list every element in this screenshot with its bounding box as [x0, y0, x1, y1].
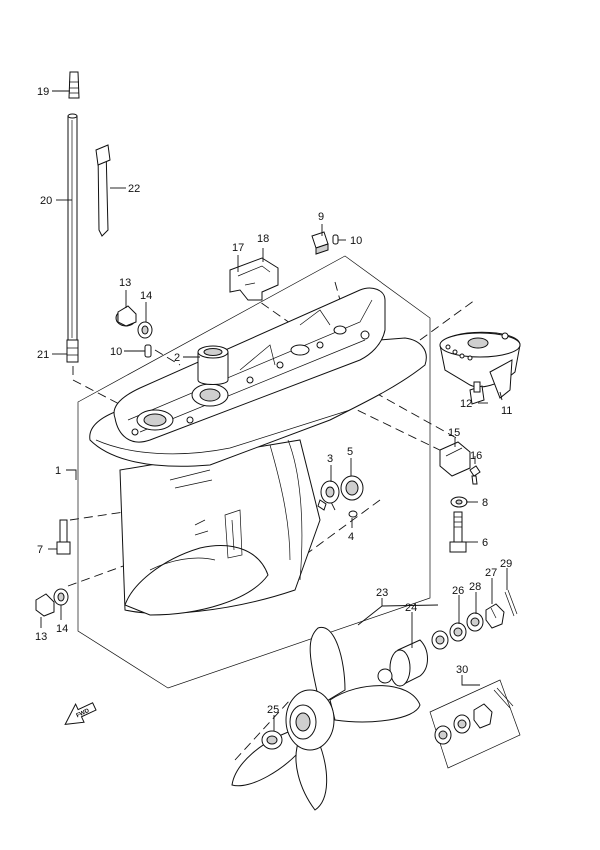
fwd-label: FWD	[76, 708, 92, 719]
callout-20: 20	[40, 195, 52, 207]
callout-26: 26	[452, 585, 464, 597]
callout-10-left: 10	[110, 346, 122, 358]
callout-29: 29	[500, 558, 512, 570]
part-14-washer-bottom	[53, 588, 69, 606]
part-10-dowel-left	[144, 344, 152, 358]
callout-5: 5	[347, 446, 353, 458]
part-16-screw	[469, 465, 481, 485]
callout-13-top: 13	[119, 277, 131, 289]
callout-24: 24	[405, 602, 417, 614]
callout-28: 28	[469, 581, 481, 593]
part-13-plug-bottom	[35, 593, 55, 617]
callout-9: 9	[318, 211, 324, 223]
callout-27: 27	[485, 567, 497, 579]
part-23-propeller	[231, 626, 421, 811]
part-28-washer	[466, 612, 484, 632]
callout-19: 19	[37, 86, 49, 98]
callout-1: 1	[55, 465, 61, 477]
part-7-bolt	[56, 519, 71, 555]
callout-11: 11	[501, 405, 512, 417]
callout-13-bottom: 13	[35, 631, 47, 643]
part-12-bolt	[469, 381, 485, 405]
part-20-rod	[67, 113, 78, 343]
callout-12: 12	[460, 398, 472, 410]
fwd-arrow-icon: FWD	[64, 702, 97, 725]
gear-case-housing	[89, 287, 427, 616]
callout-6: 6	[482, 537, 488, 549]
part-13-plug-top	[115, 305, 137, 327]
callout-23: 23	[376, 587, 388, 599]
part-4-oring	[348, 510, 358, 518]
part-26-washer	[431, 622, 467, 650]
callout-21: 21	[37, 349, 49, 361]
part-14-washer-top	[137, 321, 153, 339]
callout-3: 3	[327, 453, 333, 465]
part-6-bolt	[449, 511, 467, 553]
part-19-tip	[68, 71, 80, 99]
part-11-trim-tab	[439, 331, 521, 399]
part-30-kit	[429, 679, 521, 769]
callout-14-top: 14	[140, 290, 152, 302]
part-2-sleeve	[197, 345, 229, 385]
callout-numbers: 19 20 22 21 13 14 10 2 17 18 9 10 11 12 …	[35, 86, 512, 716]
part-29-cotter-pin	[504, 589, 518, 617]
callout-30: 30	[456, 664, 468, 676]
callout-2: 2	[174, 352, 180, 364]
part-9-block	[311, 231, 329, 255]
callout-leaders	[40, 90, 508, 731]
part-27-nut	[485, 603, 505, 629]
part-15-plate	[439, 441, 471, 477]
callout-4: 4	[348, 531, 354, 543]
part-17-18-clip	[229, 257, 279, 301]
callout-7: 7	[37, 544, 43, 556]
callout-17: 17	[232, 242, 244, 254]
callout-8: 8	[482, 497, 488, 509]
part-22-pin	[95, 144, 111, 237]
callout-15: 15	[448, 427, 460, 439]
callout-14-bottom: 14	[56, 623, 68, 635]
assembly-frame	[77, 255, 431, 689]
callout-16: 16	[470, 450, 482, 462]
part-3-seal	[317, 480, 340, 511]
part-10-dowel-top	[332, 234, 339, 245]
callout-22: 22	[128, 183, 140, 195]
part-8-washer	[450, 496, 468, 508]
callout-18: 18	[257, 233, 269, 245]
part-24-bushing	[377, 639, 428, 687]
part-25-thrust-washer	[261, 730, 283, 750]
part-21-fitting	[66, 339, 79, 363]
part-5-bearing	[340, 475, 364, 501]
callout-25: 25	[267, 704, 279, 716]
callout-10-top: 10	[350, 235, 362, 247]
